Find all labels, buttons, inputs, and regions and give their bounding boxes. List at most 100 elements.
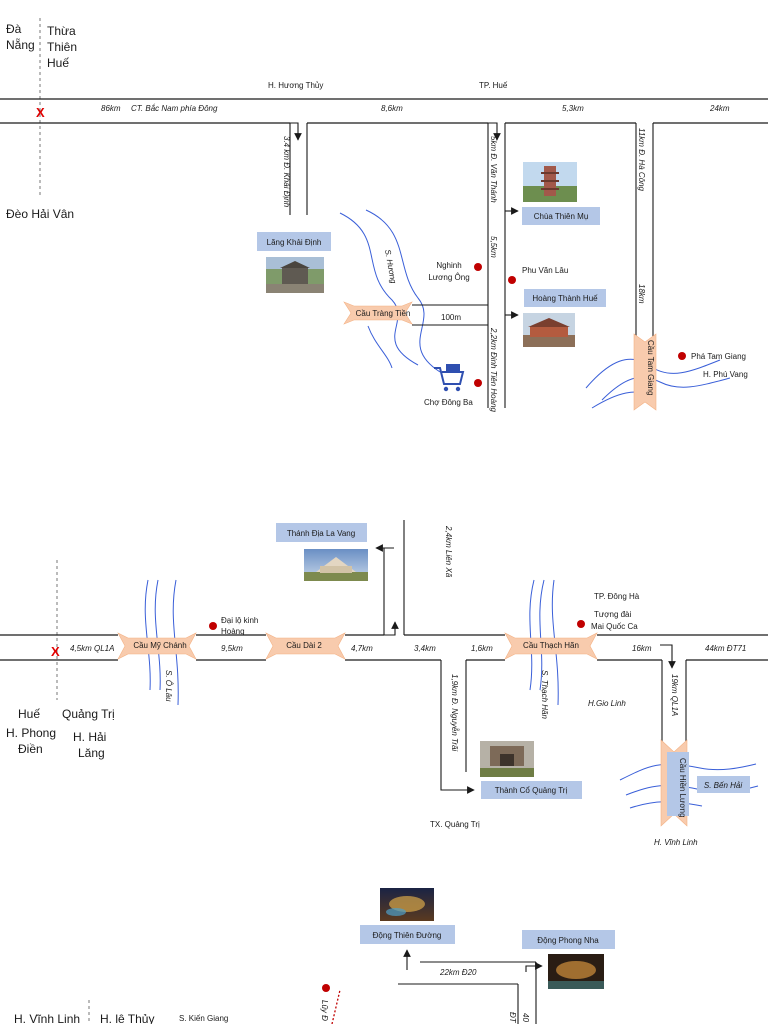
river-thach-han-1 — [529, 579, 535, 691]
box-s-ben-hai — [697, 776, 750, 793]
label-hue: Huế — [18, 707, 40, 721]
photo-thanh-co-quang-tri — [480, 741, 534, 777]
place-h-gio-linh: H.Gio Linh — [588, 699, 626, 708]
river-label-o-lau: S. Ô Lâu — [164, 670, 173, 702]
road-label-nguyen-trai: 1,9km Đ. Nguyễn Trãi — [450, 674, 459, 751]
place-h-vinh-linh: H. Vĩnh Linh — [654, 838, 698, 847]
label-h-vinh-linh: H. Vĩnh Linh — [14, 1012, 80, 1024]
river-label-thach-han: S. Thạch Hãn — [540, 670, 549, 719]
road-label-van-thanh: 5km Đ. Văn Thánh — [489, 136, 498, 203]
road-label-dt: ĐT — [508, 1012, 517, 1024]
arrow-icon — [290, 122, 302, 141]
province-da-nang-label-2: Nẵng — [6, 37, 35, 52]
bridge-my-chanh-label: Cầu Mỹ Chánh — [133, 641, 186, 650]
arrow-icon — [660, 644, 676, 669]
road-label-1-6km: 1,6km — [471, 644, 493, 653]
place-h-phu-vang: H. Phú Vang — [703, 370, 748, 379]
place-dot-icon — [209, 622, 217, 630]
road-label-5-3km: 5,3km — [562, 104, 584, 113]
place-tx-quang-tri: TX. Quảng Trị — [430, 820, 480, 829]
bridge-my-chanh-shape — [117, 632, 197, 660]
road-label-18km: 18km — [637, 284, 646, 304]
place-dot-icon — [577, 620, 585, 628]
arrow-icon — [376, 621, 399, 636]
box-chua-thien-mu — [522, 207, 600, 225]
box-dong-phong-nha — [522, 930, 615, 949]
river-tam-giang-2 — [601, 376, 731, 401]
box-lang-khai-dinh — [257, 232, 331, 251]
label-hai-lang-1: H. Hải — [73, 730, 106, 744]
road-label-8-6km: 8,6km — [381, 104, 403, 113]
road-label-lien-xa: 2,4km Liên Xã — [444, 525, 453, 578]
place-dot-icon — [474, 263, 482, 271]
river-huong-1 — [339, 212, 419, 366]
place-nghinh-luong-ong-1: Nghinh — [436, 261, 461, 270]
place-dot-icon — [474, 379, 482, 387]
bridge-tam-giang-shape — [633, 333, 657, 411]
label-dong-thien-duong: Động Thiên Đường — [373, 931, 442, 940]
bridge-hien-luong-label: Cầu Hiền Lương — [678, 758, 687, 818]
box-thanh-dia-la-vang — [276, 523, 367, 542]
label-phong-dien-1: H. Phong — [6, 726, 56, 740]
label-thanh-co-quang-tri: Thành Cổ Quảng Trị — [495, 786, 568, 795]
road-label-16km: 16km — [632, 644, 652, 653]
place-dai-lo-1: Đại lộ kinh — [221, 616, 258, 625]
bridge-trang-tien-shape — [343, 301, 413, 325]
road-label-dinh-tien-hoang: 2,2km Đinh Tiên Hoàng — [489, 327, 498, 413]
photo-hoang-thanh-hue — [523, 313, 575, 347]
box-thanh-co-quang-tri — [481, 781, 582, 799]
label-hai-lang-2: Lăng — [78, 746, 105, 760]
place-dot-icon — [322, 984, 330, 992]
road-label-100m: 100m — [441, 313, 461, 322]
province-thua-thien-hue-2: Thiên — [47, 40, 77, 54]
place-dai-lo-2: Hoàng — [221, 627, 245, 636]
road-label-4-5km: 4,5km QL1A — [70, 644, 114, 653]
province-thua-thien-hue-1: Thừa — [47, 24, 76, 38]
place-phu-van-lau: Phu Văn Lâu — [522, 266, 568, 275]
river-huong-3 — [367, 325, 393, 369]
bridge-tam-giang-label: Cầu Tam Giang — [646, 340, 655, 395]
road-label-22km: 22km Đ20 — [439, 968, 477, 977]
arrow-icon — [488, 122, 501, 141]
shopping-cart-icon — [434, 364, 465, 392]
road-label-44km: 44km ĐT71 — [705, 644, 746, 653]
box-hien-luong — [667, 752, 689, 816]
river-thach-han-2 — [539, 579, 545, 691]
label-s-ben-hai: S. Bến Hải — [704, 781, 742, 790]
section-quang-binh: Động Thiên Đường Động Phong Nha 22km Đ20… — [14, 888, 615, 1024]
photo-chua-thien-mu — [523, 162, 577, 202]
river-ben-hai-1 — [619, 763, 757, 781]
place-cho-dong-ba: Chợ Đông Ba — [424, 398, 473, 407]
photo-lang-khai-dinh — [266, 257, 324, 293]
photo-dong-phong-nha — [548, 954, 604, 989]
province-thua-thien-hue-3: Huế — [47, 56, 69, 70]
label-lang-khai-dinh: Lăng Khải Định — [267, 238, 322, 247]
start-cross-marker: X — [51, 644, 60, 659]
road-label-9-5km: 9,5km — [221, 644, 243, 653]
road-label-5-5km: 5,5km — [489, 236, 498, 258]
label-s-kien-giang: S. Kiến Giang — [179, 1014, 228, 1023]
wall-dashed-line — [331, 989, 341, 1024]
road-nguyen-trai-left — [440, 660, 475, 794]
partial-luy-label: Lũy Đ — [320, 1000, 329, 1021]
road-label-3-4km: 3,4km — [414, 644, 436, 653]
label-thanh-dia-la-vang: Thánh Địa La Vang — [287, 529, 355, 538]
box-dong-thien-duong — [360, 925, 455, 944]
place-tuong-dai-2: Mai Quốc Ca — [591, 622, 638, 631]
bridge-thach-han-shape — [504, 632, 598, 660]
place-tp-hue: TP. Huế — [479, 81, 508, 90]
place-tuong-dai-1: Tượng đài — [594, 610, 632, 619]
section-hue: Đà Nẵng Thừa Thiên Huế Đèo Hải Vân X 86k… — [0, 18, 768, 413]
province-da-nang-label: Đà — [6, 22, 22, 36]
road-label-86km: 86km — [101, 104, 121, 113]
bridge-dai-2-shape — [265, 632, 346, 660]
arrow-icon — [525, 962, 543, 972]
label-quang-tri: Quảng Trị — [62, 707, 115, 721]
river-o-lau-2 — [154, 579, 161, 691]
road-label-4-7km: 4,7km — [351, 644, 373, 653]
river-o-lau-1 — [144, 579, 151, 691]
box-hoang-thanh-hue — [524, 289, 606, 307]
bridge-trang-tien-label: Cầu Tràng Tiền — [356, 309, 411, 318]
hai-van-pass-label: Đèo Hải Vân — [6, 207, 74, 221]
